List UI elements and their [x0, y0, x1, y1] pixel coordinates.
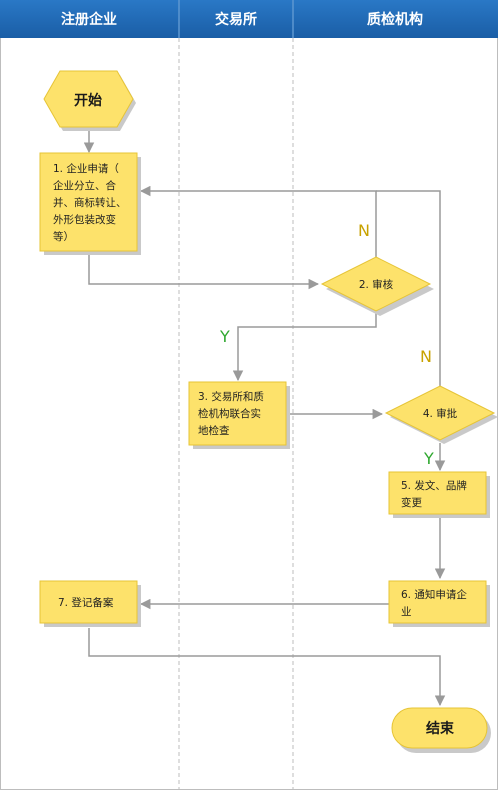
label-step4-yes: Y [423, 449, 434, 468]
arrow-step2-to-step3 [232, 312, 377, 382]
node-start-label: 开始 [74, 92, 102, 109]
node-step3-line: 地检查 [198, 424, 230, 437]
node-step1-line: 企业分立、合 [53, 179, 116, 192]
node-step7: 7. 登记备案 [39, 580, 141, 627]
node-step5-line: 5. 发文、品牌 [401, 479, 467, 492]
lane-header-bar [0, 0, 498, 38]
lane-title-registrant: 注册企业 [61, 11, 117, 28]
node-step4: 4. 审批 [384, 385, 498, 444]
node-step5: 5. 发文、品牌 变更 [388, 471, 490, 518]
label-step2-no: N [358, 221, 370, 240]
node-start: 开始 [43, 70, 136, 131]
node-step1-line: 外形包装改变 [53, 213, 116, 226]
node-step7-label: 7. 登记备案 [58, 596, 114, 609]
node-step2: 2. 审核 [320, 256, 434, 316]
label-step4-no: N [420, 347, 432, 366]
node-step4-label: 4. 审批 [423, 407, 458, 420]
node-step3-line: 检机构联合实 [198, 407, 261, 420]
arrow-step7-to-end [88, 628, 446, 707]
lane-title-inspection: 质检机构 [367, 11, 423, 28]
node-step1-line: 并、商标转让、 [53, 196, 127, 209]
node-step2-label: 2. 审核 [359, 278, 394, 291]
node-step1: 1. 企业申请（ 企业分立、合 并、商标转让、 外形包装改变 等） [39, 152, 141, 255]
node-step6-line: 6. 通知申请企 [401, 588, 467, 601]
node-end: 结束 [391, 707, 491, 753]
node-step1-line: 等） [53, 230, 74, 243]
node-step3: 3. 交易所和质 检机构联合实 地检查 [188, 381, 290, 449]
node-step6: 6. 通知申请企 业 [388, 580, 490, 627]
arrow-step1-to-step2 [88, 254, 320, 290]
node-step1-line: 1. 企业申请（ [53, 162, 119, 175]
node-step5-line: 变更 [401, 496, 422, 509]
node-end-label: 结束 [426, 720, 455, 737]
lane-title-exchange: 交易所 [215, 11, 257, 28]
arrow-step4-reject [376, 190, 441, 386]
node-step3-line: 3. 交易所和质 [198, 390, 264, 403]
node-step6-line: 业 [401, 606, 412, 618]
label-step2-yes: Y [219, 327, 230, 346]
